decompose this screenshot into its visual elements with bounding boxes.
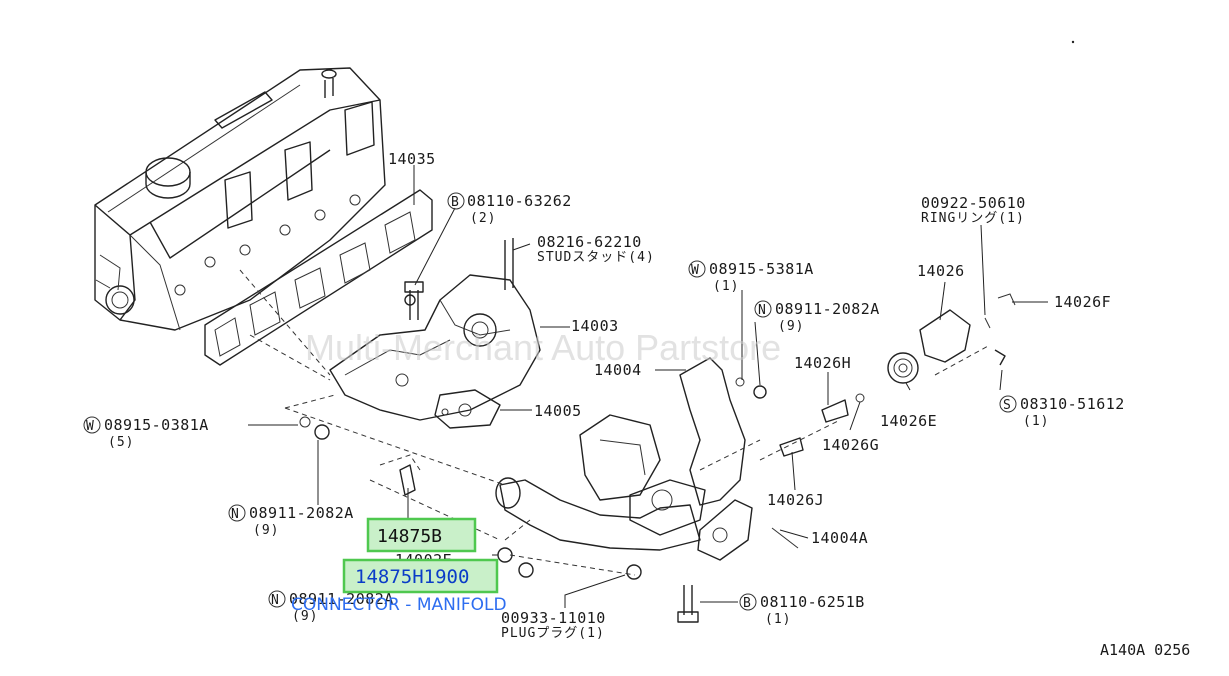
highlighted-part-14875B[interactable]: 14875B <box>366 517 477 553</box>
callout-08915-0381A-qty: (5) <box>108 435 134 450</box>
callout-14026F: 14026F <box>1054 293 1111 311</box>
callout-prefix-b2: B <box>743 596 752 611</box>
callout-08915-5381A: 08915-5381A <box>709 260 814 278</box>
callout-08915-5381A-qty: (1) <box>713 279 739 294</box>
callout-08216-62210-qty: STUDスタッド(4) <box>537 250 655 265</box>
highlight-part-number[interactable]: 14875H1900 <box>355 566 469 588</box>
callout-prefix-n1: N <box>758 303 767 318</box>
callout-14005: 14005 <box>534 402 582 420</box>
callout-labels: 14035 B 08110-63262 (2) 08216-62210 STUD… <box>83 150 1125 641</box>
callout-08911-2082A-low-qty: (9) <box>292 609 318 624</box>
callout-00922-50610: 00922-50610 <box>921 194 1026 212</box>
highlight-box-primary[interactable] <box>366 517 477 553</box>
callout-14035: 14035 <box>388 150 436 168</box>
callout-08911-2082A-mid: 08911-2082A <box>249 504 354 522</box>
callout-08110-63262: 08110-63262 <box>467 192 572 210</box>
highlight-box-number[interactable] <box>342 558 499 594</box>
callout-14004: 14004 <box>594 361 642 379</box>
callout-14003: 14003 <box>571 317 619 335</box>
diagram-reference-code: A140A 0256 <box>1100 641 1190 659</box>
highlight-part-primary[interactable]: 14875B <box>377 526 442 547</box>
callout-08911-2082A-low: 08911-2082A <box>289 590 394 608</box>
callout-14026H: 14026H <box>794 354 851 372</box>
callout-prefix-s1: S <box>1003 398 1012 413</box>
callout-08216-62210: 08216-62210 <box>537 233 642 251</box>
callout-prefix-w1: W <box>691 263 700 278</box>
cylinder-head-drawing <box>94 67 386 331</box>
callout-08110-6251B: 08110-6251B <box>760 593 865 611</box>
watermark-text: Multi-Merchant Auto Partstore <box>305 327 781 368</box>
exhaust-manifold-drawing <box>495 357 753 561</box>
callout-08915-0381A: 08915-0381A <box>104 416 209 434</box>
highlight-part-name[interactable]: CONNECTOR - MANIFOLD <box>291 595 507 615</box>
callout-08911-2082A-top-qty: (9) <box>778 319 804 334</box>
leader-lines <box>239 165 1048 608</box>
callout-08310-51612-qty: (1) <box>1023 414 1049 429</box>
callout-14026J: 14026J <box>767 491 824 509</box>
callout-00933-11010: 00933-11010 <box>501 609 606 627</box>
callout-14004A: 14004A <box>811 529 868 547</box>
callout-prefix-w2: W <box>86 419 95 434</box>
callout-prefix-n2: N <box>231 507 240 522</box>
callout-08110-63262-qty: (2) <box>470 211 496 226</box>
tensioner-drawing <box>779 293 1016 457</box>
intake-manifold-drawing <box>329 238 541 429</box>
gasket-drawing <box>204 189 433 366</box>
callout-00922-50610-qty: RINGリング(1) <box>921 211 1025 226</box>
callout-00933-11010-qty: PLUGプラグ(1) <box>501 626 605 641</box>
callout-08110-6251B-qty: (1) <box>765 612 791 627</box>
callout-14026E: 14026E <box>880 412 937 430</box>
callout-14026G: 14026G <box>822 436 879 454</box>
callout-14026: 14026 <box>917 262 965 280</box>
callout-prefix-n3: N <box>271 593 280 608</box>
callout-08911-2082A-mid-qty: (9) <box>253 523 279 538</box>
callout-08310-51612: 08310-51612 <box>1020 395 1125 413</box>
highlighted-part-14875H1900[interactable]: 14875H1900 <box>342 558 499 594</box>
callout-prefix-b1: B <box>451 195 460 210</box>
callout-08911-2082A-top: 08911-2082A <box>775 300 880 318</box>
